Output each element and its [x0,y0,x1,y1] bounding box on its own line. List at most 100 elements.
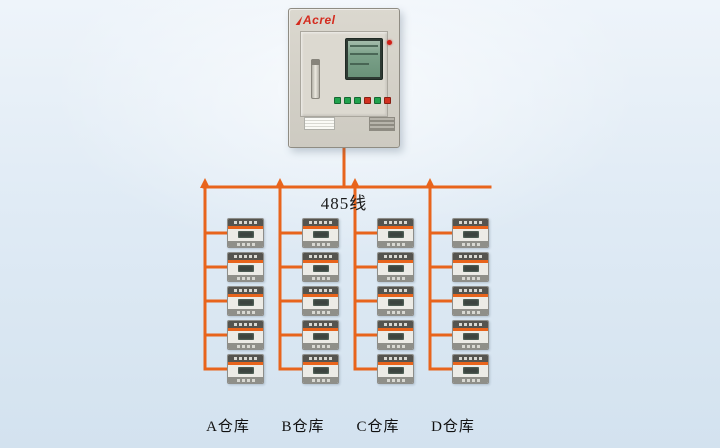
meter-device [452,218,489,248]
lcd-display [462,367,479,374]
terminal-row-bottom [228,377,263,383]
junction-arrow-icon [200,178,210,188]
device-column-b: B仓库 [281,218,339,435]
lcd-display [387,299,404,306]
panel-button [374,97,381,104]
lcd-display [462,299,479,306]
brand-stripe [303,260,338,263]
panel-button [384,97,391,104]
lcd-display [237,265,254,272]
terminal-row-bottom [378,275,413,281]
lcd-display [387,265,404,272]
terminal-row-bottom [303,275,338,281]
junction-arrow-icon [350,178,360,188]
brand-stripe [378,226,413,229]
lcd-display [462,231,479,238]
panel-button-row [334,97,391,104]
nameplate [304,117,335,130]
device-face [228,263,263,275]
control-cabinet: Acrel [288,8,400,148]
device-face [453,229,488,241]
brand-stripe [378,362,413,365]
lcd-display [462,265,479,272]
terminal-row-top [303,287,338,294]
terminal-row-bottom [453,343,488,349]
terminal-row-bottom [303,343,338,349]
indicator-tube [311,59,320,99]
meter-device [302,286,339,316]
device-column-d: D仓库 [431,218,489,435]
meter-device [377,218,414,248]
brand-stripe [453,362,488,365]
brand-stripe [303,328,338,331]
panel-button [334,97,341,104]
terminal-row-bottom [453,241,488,247]
meter-device [227,354,264,384]
lcd-display [312,367,329,374]
device-face [303,365,338,377]
brand-stripe [228,294,263,297]
lcd-display [237,231,254,238]
meter-device [377,252,414,282]
terminal-row-top [453,321,488,328]
lcd-display [237,367,254,374]
terminal-row-top [303,355,338,362]
drop-line-a [203,185,230,371]
terminal-row-top [303,253,338,260]
meter-device [302,218,339,248]
lcd-screen [345,38,383,80]
brand-stripe [378,294,413,297]
terminal-row-top [453,219,488,226]
lcd-display [312,333,329,340]
meter-device [452,252,489,282]
terminal-row-top [453,287,488,294]
terminal-row-bottom [453,309,488,315]
warehouse-label: B仓库 [281,419,325,435]
device-face [378,331,413,343]
meter-device [227,320,264,350]
terminal-row-bottom [378,241,413,247]
terminal-row-bottom [303,241,338,247]
device-face [378,365,413,377]
warehouse-label: D仓库 [431,419,475,435]
meter-device [302,354,339,384]
terminal-row-top [303,219,338,226]
bus-label: 485线 [320,194,368,213]
brand-stripe [228,362,263,365]
brand-stripe [303,294,338,297]
device-face [378,229,413,241]
brand-stripe [453,328,488,331]
meter-device [452,320,489,350]
meter-device [452,286,489,316]
meter-device [377,320,414,350]
terminal-row-top [303,321,338,328]
device-face [303,229,338,241]
brand-stripe [453,226,488,229]
brand-stripe [228,328,263,331]
lcd-display [237,299,254,306]
panel-button [354,97,361,104]
terminal-row-top [378,253,413,260]
meter-device [227,252,264,282]
terminal-row-bottom [378,343,413,349]
device-column-a: A仓库 [206,218,264,435]
lcd-display [312,299,329,306]
brand-stripe [228,260,263,263]
panel-button [344,97,351,104]
terminal-row-bottom [228,343,263,349]
lcd-display [387,231,404,238]
device-face [453,297,488,309]
brand-stripe [378,328,413,331]
device-face [453,365,488,377]
terminal-row-top [378,287,413,294]
device-column-c: C仓库 [356,218,414,435]
lcd-screen-content [348,41,380,77]
meter-device [452,354,489,384]
vent-grille [369,117,395,131]
brand-stripe [453,260,488,263]
warehouse-label: C仓库 [356,419,400,435]
device-face [378,263,413,275]
terminal-row-bottom [453,275,488,281]
terminal-row-bottom [228,309,263,315]
power-indicator-led [387,40,392,45]
